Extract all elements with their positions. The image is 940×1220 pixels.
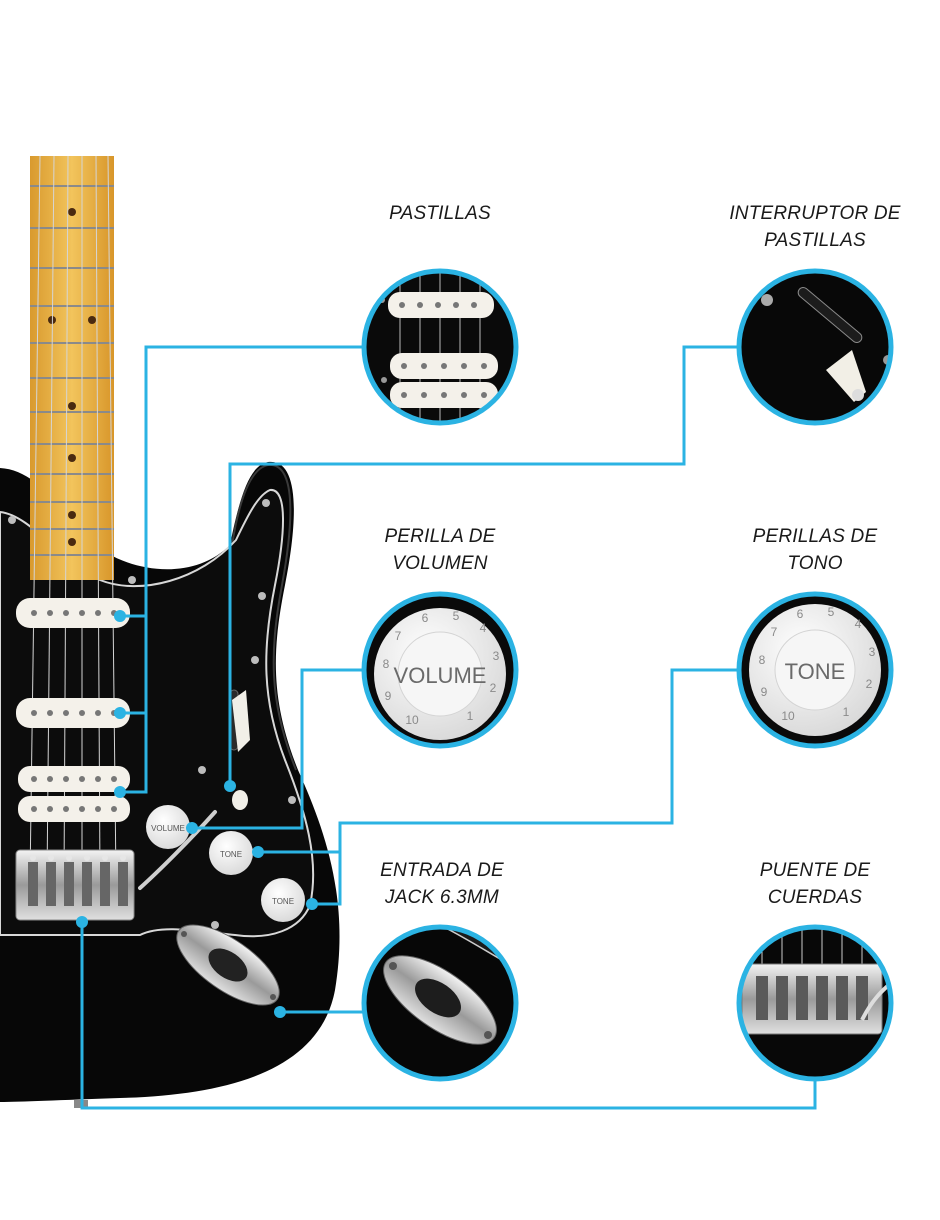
switch-leader	[228, 345, 740, 786]
svg-text:3: 3	[869, 645, 876, 659]
label-bridge: PUENTE DE CUERDAS	[695, 857, 935, 911]
svg-text:1: 1	[467, 709, 474, 723]
label-bridge-line2: CUERDAS	[767, 887, 863, 908]
detail-bridge	[736, 924, 894, 1082]
neck-pickup	[16, 598, 130, 628]
tone-knob-2: TONE	[261, 878, 305, 922]
label-tone-knobs-line1: PERILLAS DE	[752, 526, 878, 547]
svg-text:6: 6	[797, 607, 804, 621]
guitar-illustration: VOLUME TONE TONE	[0, 155, 340, 1108]
label-jack-input: ENTRADA DE JACK 6.3MM	[322, 857, 562, 911]
svg-text:10: 10	[781, 709, 795, 723]
svg-text:9: 9	[385, 689, 392, 703]
detail-tone-label: TONE	[785, 659, 846, 684]
svg-text:9: 9	[761, 685, 768, 699]
label-jack-input-line2: JACK 6.3MM	[385, 887, 499, 908]
detail-volume-knob: VOLUME 10 9 8 7 6 5 4 3 2 1	[361, 591, 519, 749]
pickup-selector-switch	[229, 689, 250, 810]
label-volume-knob: PERILLA DE VOLUMEN	[320, 523, 560, 577]
label-bridge-line1: PUENTE DE	[759, 860, 871, 881]
svg-text:5: 5	[453, 609, 460, 623]
svg-text:3: 3	[493, 649, 500, 663]
callout-dots	[76, 610, 318, 1018]
tone-knob-1-label: TONE	[220, 850, 242, 859]
detail-pickup-switch	[736, 268, 894, 426]
label-tone-knobs-line2: TONO	[787, 553, 843, 574]
detail-tone-numbers: 10 9 8 7 6 5 4 3 2 1	[759, 605, 876, 723]
label-volume-knob-line2: VOLUMEN	[392, 553, 488, 574]
label-pickup-switch: INTERRUPTOR DE PASTILLAS	[695, 200, 935, 254]
svg-text:8: 8	[383, 657, 390, 671]
tremolo-bridge	[15, 849, 135, 921]
label-pickup-switch-line2: PASTILLAS	[764, 230, 866, 251]
detail-pickups	[361, 268, 519, 426]
label-volume-knob-line1: PERILLA DE	[384, 526, 496, 547]
detail-tone-knob: TONE 10 9 8 7 6 5 4 3 2 1	[736, 591, 894, 749]
strings	[29, 155, 117, 881]
svg-text:5: 5	[828, 605, 835, 619]
svg-text:6: 6	[422, 611, 429, 625]
output-jack	[176, 924, 280, 1006]
detail-volume-numbers: 10 9 8 7 6 5 4 3 2 1	[383, 609, 500, 727]
detail-jack-input	[361, 924, 519, 1082]
svg-text:4: 4	[480, 621, 487, 635]
bridge-humbucker	[18, 766, 130, 822]
tone-knob-1: TONE	[209, 831, 253, 875]
svg-text:2: 2	[490, 681, 497, 695]
tone-leader	[312, 668, 740, 906]
svg-text:7: 7	[395, 629, 402, 643]
volume-knob: VOLUME	[146, 805, 190, 849]
svg-text:1: 1	[843, 705, 850, 719]
guitar-neck	[30, 156, 114, 580]
callout-lines	[80, 345, 817, 1110]
bridge-leader	[80, 922, 817, 1110]
label-tone-knobs: PERILLAS DE TONO	[695, 523, 935, 577]
svg-text:4: 4	[855, 617, 862, 631]
svg-text:7: 7	[771, 625, 778, 639]
svg-text:10: 10	[405, 713, 419, 727]
middle-pickup	[16, 698, 130, 728]
label-pickups: PASTILLAS	[320, 200, 560, 227]
volume-knob-label: VOLUME	[151, 824, 185, 833]
svg-text:2: 2	[866, 677, 873, 691]
label-pickups-line1: PASTILLAS	[389, 203, 491, 224]
volume-leader	[192, 668, 364, 830]
tone-knob-2-label: TONE	[272, 897, 294, 906]
detail-volume-label: VOLUME	[394, 663, 487, 688]
svg-text:8: 8	[759, 653, 766, 667]
pickups-leader	[120, 345, 364, 794]
label-pickup-switch-line1: INTERRUPTOR DE	[729, 203, 901, 224]
label-jack-input-line1: ENTRADA DE	[380, 860, 504, 881]
frets	[30, 185, 114, 556]
